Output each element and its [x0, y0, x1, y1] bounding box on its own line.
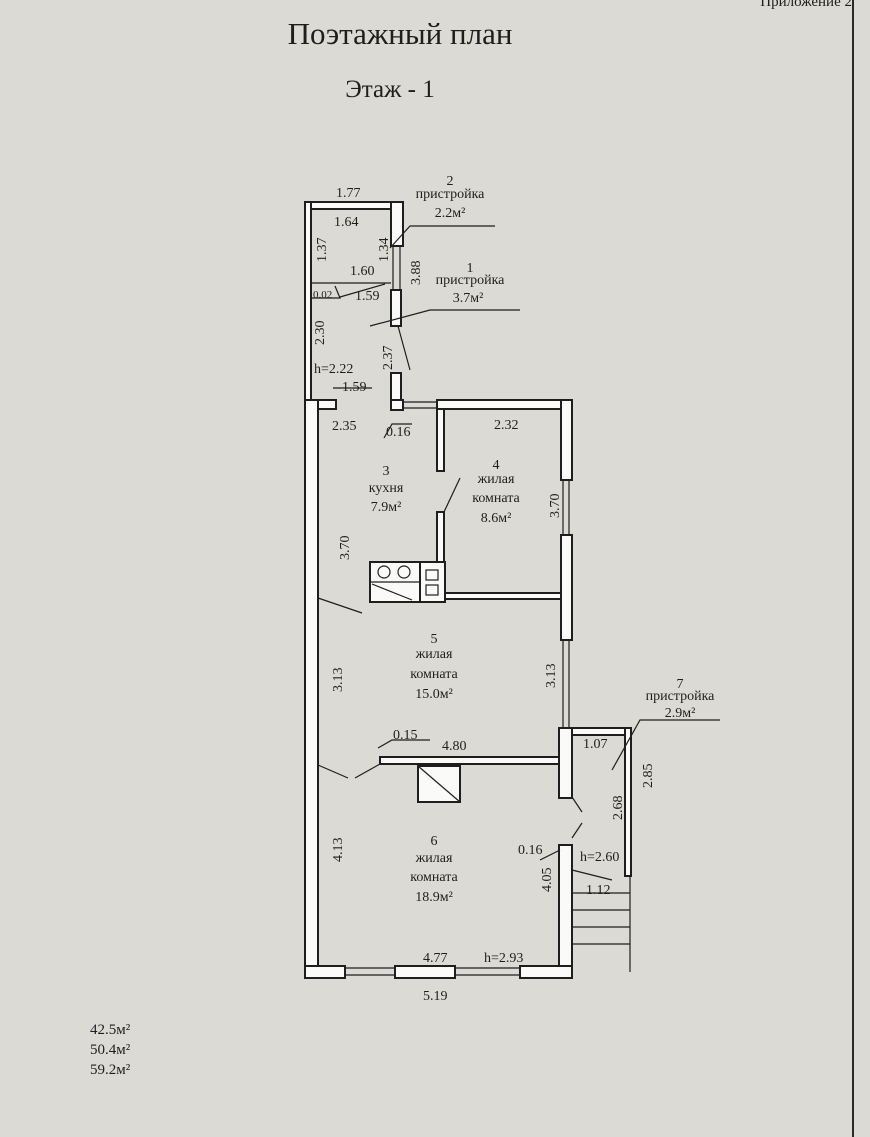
page-title: Поэтажный план: [287, 16, 513, 51]
total-area-3: 59.2м²: [90, 1062, 131, 1078]
svg-text:h=2.60: h=2.60: [580, 850, 619, 865]
svg-text:7: 7: [677, 677, 684, 692]
svg-text:4.80: 4.80: [442, 739, 467, 754]
svg-text:h=2.22: h=2.22: [314, 362, 353, 377]
svg-text:3.88: 3.88: [409, 261, 424, 286]
page-edge-divider: [852, 0, 854, 1137]
svg-text:h=2.93: h=2.93: [484, 951, 523, 966]
room-2-label: 2 пристройка 2.2м²: [416, 174, 486, 221]
svg-text:0.16: 0.16: [386, 425, 411, 440]
floor-label: Этаж - 1: [345, 76, 435, 103]
svg-text:1.07: 1.07: [583, 737, 608, 752]
svg-text:1.64: 1.64: [334, 215, 359, 230]
dimension-labels: 1.77 1.64 1.37 1.34 3.88 1.60 0.02 1.59 …: [313, 186, 656, 1004]
svg-text:2.32: 2.32: [494, 418, 519, 433]
svg-text:0.02: 0.02: [313, 289, 332, 301]
svg-text:4: 4: [493, 458, 500, 473]
total-area-2: 50.4м²: [90, 1042, 131, 1058]
svg-text:комната: комната: [410, 870, 458, 885]
walls: [304, 201, 632, 979]
svg-text:1.12: 1.12: [586, 883, 611, 898]
svg-text:пристройка: пристройка: [646, 689, 716, 704]
svg-text:8.6м²: 8.6м²: [481, 511, 512, 526]
svg-text:4.77: 4.77: [423, 951, 448, 966]
svg-text:5.19: 5.19: [423, 989, 448, 1004]
svg-text:пристройка: пристройка: [436, 273, 506, 288]
svg-text:1.37: 1.37: [315, 238, 330, 263]
svg-text:1.34: 1.34: [377, 238, 392, 263]
room-7-label: 7 пристройка 2.9м²: [646, 677, 716, 721]
svg-text:6: 6: [431, 834, 438, 849]
svg-text:0.15: 0.15: [393, 728, 418, 743]
svg-text:1.77: 1.77: [336, 186, 361, 201]
svg-text:0.16: 0.16: [518, 843, 543, 858]
svg-text:3.7м²: 3.7м²: [453, 291, 484, 306]
svg-text:3: 3: [383, 464, 390, 479]
svg-text:1.59: 1.59: [342, 380, 367, 395]
svg-text:жилая: жилая: [415, 647, 453, 662]
appendix-label: Приложение 2: [760, 0, 852, 10]
svg-text:жилая: жилая: [415, 851, 453, 866]
svg-text:1.59: 1.59: [355, 289, 380, 304]
svg-text:1: 1: [467, 261, 474, 276]
svg-text:3.13: 3.13: [544, 664, 559, 689]
area-totals: 42.5м² 50.4м² 59.2м²: [90, 1020, 130, 1080]
svg-text:3.70: 3.70: [338, 536, 353, 561]
svg-text:комната: комната: [472, 491, 520, 506]
chimney-icon: [417, 765, 461, 803]
svg-text:3.70: 3.70: [548, 494, 563, 519]
room-5-label: 5 жилая комната 15.0м²: [410, 632, 458, 702]
room-3-label: 3 кухня 7.9м²: [369, 464, 404, 515]
svg-text:4.13: 4.13: [331, 838, 346, 863]
svg-text:2.30: 2.30: [313, 321, 328, 346]
svg-text:2.37: 2.37: [381, 346, 396, 371]
room-1-label: 1 пристройка 3.7м²: [436, 261, 506, 306]
svg-text:3.13: 3.13: [331, 668, 346, 693]
svg-text:2.9м²: 2.9м²: [665, 706, 696, 721]
svg-text:2: 2: [447, 174, 454, 189]
svg-text:2.35: 2.35: [332, 419, 357, 434]
room-4-label: 4 жилая комната 8.6м²: [472, 458, 520, 526]
total-area-1: 42.5м²: [90, 1022, 131, 1038]
svg-text:2.68: 2.68: [611, 796, 626, 821]
svg-text:комната: комната: [410, 667, 458, 682]
svg-text:кухня: кухня: [369, 481, 404, 496]
leader-lines: [311, 225, 720, 881]
svg-text:2.2м²: 2.2м²: [435, 206, 466, 221]
svg-text:18.9м²: 18.9м²: [415, 890, 453, 905]
stove-icon: [369, 561, 446, 603]
svg-text:2.85: 2.85: [641, 764, 656, 789]
svg-text:1.60: 1.60: [350, 264, 375, 279]
svg-text:пристройка: пристройка: [416, 187, 486, 202]
svg-text:4.05: 4.05: [540, 868, 555, 893]
svg-text:жилая: жилая: [477, 472, 515, 487]
room-6-label: 6 жилая комната 18.9м²: [410, 834, 458, 905]
svg-text:7.9м²: 7.9м²: [371, 500, 402, 515]
svg-text:5: 5: [431, 632, 438, 647]
svg-text:15.0м²: 15.0м²: [415, 687, 453, 702]
